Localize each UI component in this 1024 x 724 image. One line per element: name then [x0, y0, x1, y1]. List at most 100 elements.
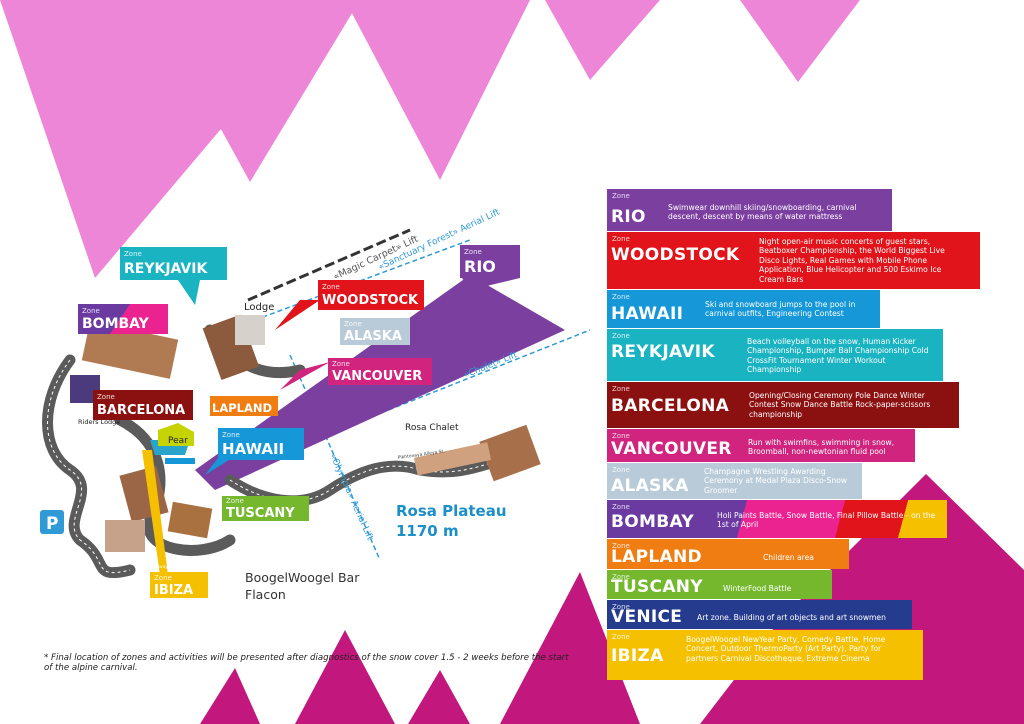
zone-word: Zone [612, 385, 630, 393]
zone-name: HAWAII [611, 304, 684, 324]
zone-name: BARCELONA [611, 396, 730, 416]
map-zone-lapland: LAPLAND [210, 396, 278, 416]
magenta-triangle [500, 572, 640, 724]
zone-name: ALASKA [611, 476, 689, 496]
zone-description: Beach volleyball on the snow, Human Kick… [747, 337, 929, 375]
zone-name: REYKJAVIK [611, 342, 715, 362]
svg-text:Zone: Zone [322, 283, 340, 291]
svg-text:RIO: RIO [464, 257, 496, 276]
zone-description: Night open-air music concerts of guest s… [759, 237, 945, 284]
svg-text:VANCOUVER: VANCOUVER [332, 369, 422, 384]
svg-text:LAPLAND: LAPLAND [212, 401, 272, 415]
svg-text:WOODSTOCK: WOODSTOCK [322, 293, 419, 308]
zone-word: Zone [612, 542, 630, 550]
pink-triangle [345, 0, 530, 180]
rosa-chalet-label: Rosa Chalet [405, 423, 459, 433]
zone-row-vancouver: Zone VANCOUVER Run with swimfins, swimmi… [607, 429, 915, 462]
zone-description: Champagne Wrestling Awarding Ceremony at… [704, 467, 848, 495]
lodge-label: Lodge [244, 302, 274, 313]
magenta-triangle [408, 670, 470, 724]
magenta-triangle [295, 630, 395, 724]
svg-text:BOMBAY: BOMBAY [82, 316, 150, 332]
svg-text:Zone: Zone [332, 360, 350, 368]
street-label: Pikhtovaya Alleya St. [146, 564, 193, 570]
zone-word: Zone [612, 235, 630, 243]
zone-row-reykjavik: Zone REYKJAVIK Beach volleyball on the s… [607, 329, 943, 381]
svg-text:BARCELONA: BARCELONA [97, 403, 185, 418]
zone-name: TUSCANY [611, 577, 703, 597]
zone-word: Zone [612, 293, 630, 301]
map-zone-rio: Zone RIO [460, 245, 520, 290]
zone-name: BOMBAY [611, 512, 694, 532]
magenta-triangle [200, 668, 260, 724]
zone-description: BoogelWoogel NewYear Party, Comedy Battl… [686, 635, 886, 663]
pink-triangle [150, 0, 360, 182]
zone-row-alaska: Zone ALASKA Champagne Wrestling Awarding… [607, 463, 862, 499]
map-zone-woodstock: Zone WOODSTOCK [275, 280, 424, 330]
olympia-lift-line [289, 354, 381, 561]
zone-row-lapland: Zone LAPLAND Children area [607, 539, 849, 569]
svg-text:Zone: Zone [464, 248, 482, 256]
village-buildings [70, 314, 541, 552]
zone-description: Children area [763, 553, 814, 562]
svg-text:Zone: Zone [344, 320, 362, 328]
plateau-altitude: 1170 m [396, 522, 459, 540]
footnote: * Final location of zones and activities… [44, 653, 569, 673]
pear-label: Pear [168, 436, 188, 446]
svg-text:Zone: Zone [97, 393, 115, 401]
svg-text:Zone: Zone [82, 307, 100, 315]
parking-label: P [46, 514, 58, 534]
zone-name: LAPLAND [611, 547, 702, 567]
zone-word: Zone [612, 332, 630, 340]
bar-name: BoogelWoogel Bar [245, 570, 360, 585]
bar-subtitle: Flacon [245, 587, 286, 602]
map-zone-hawaii: Zone HAWAII [205, 428, 304, 475]
svg-text:IBIZA: IBIZA [154, 583, 193, 598]
zone-word: Zone [612, 192, 630, 200]
zone-word: Zone [612, 573, 630, 581]
zone-word: Zone [612, 603, 630, 611]
plateau-name: Rosa Plateau [396, 502, 507, 520]
pink-triangle [740, 0, 860, 82]
zone-row-venice: Zone VENICE Art zone. Building of art ob… [607, 600, 912, 629]
map-zone-bombay: Zone BOMBAY [78, 304, 168, 334]
svg-text:Zone: Zone [124, 250, 142, 258]
zone-row-barcelona: Zone BARCELONA Opening/Closing Ceremony … [607, 382, 959, 428]
zone-word: Zone [612, 633, 630, 641]
zone-row-woodstock: Zone WOODSTOCK Night open-air music conc… [607, 232, 980, 289]
zone-description: Ski and snowboard jumps to the pool in c… [705, 300, 856, 319]
zone-row-rio: Zone RIO Swimwear downhill skiing/snowbo… [607, 189, 892, 231]
zone-name: RIO [611, 207, 646, 227]
map-zone-vancouver: Zone VANCOUVER [280, 358, 432, 390]
pink-triangle [545, 0, 660, 80]
zone-row-hawaii: Zone HAWAII Ski and snowboard jumps to t… [607, 290, 880, 328]
svg-text:HAWAII: HAWAII [222, 440, 284, 458]
magic-carpet-rope [247, 228, 411, 302]
svg-text:Zone: Zone [222, 431, 240, 439]
zone-description: Holi Paints Battle, Snow Battle, Final P… [717, 511, 936, 530]
zone-description: Opening/Closing Ceremony Pole Dance Wint… [749, 391, 931, 419]
zone-name: VENICE [611, 607, 683, 627]
zone-name: WOODSTOCK [611, 245, 740, 265]
zone-name: IBIZA [611, 646, 664, 666]
zone-row-ibiza: Zone IBIZA BoogelWoogel NewYear Party, C… [607, 630, 923, 680]
map-zone-tuscany: Zone TUSCANY [222, 496, 309, 521]
zone-word: Zone [612, 466, 630, 474]
zone-description: WinterFood Battle [723, 584, 792, 593]
zone-description: Art zone. Building of art objects and ar… [697, 613, 886, 622]
road [114, 414, 236, 556]
map-zone-barcelona: Zone BARCELONA [93, 390, 193, 420]
zone-name: VANCOUVER [611, 439, 732, 459]
svg-text:ALASKA: ALASKA [344, 329, 402, 344]
map-zone-ibiza: Zone IBIZA [142, 450, 208, 598]
zone-description: Run with swimfins, swimming in snow, Bro… [748, 438, 895, 457]
parking-sign [40, 510, 64, 534]
riders-lodge-label: Riders Lodge [78, 418, 120, 426]
zone-description: Swimwear downhill skiing/snowboarding, c… [668, 203, 857, 222]
zone-row-bombay: Zone BOMBAY Holi Paints Battle, Snow Bat… [607, 500, 947, 538]
zone-word: Zone [612, 432, 630, 440]
svg-text:REYKJAVIK: REYKJAVIK [124, 261, 208, 277]
zone-row-tuscany: Zone TUSCANY WinterFood Battle [607, 570, 832, 599]
